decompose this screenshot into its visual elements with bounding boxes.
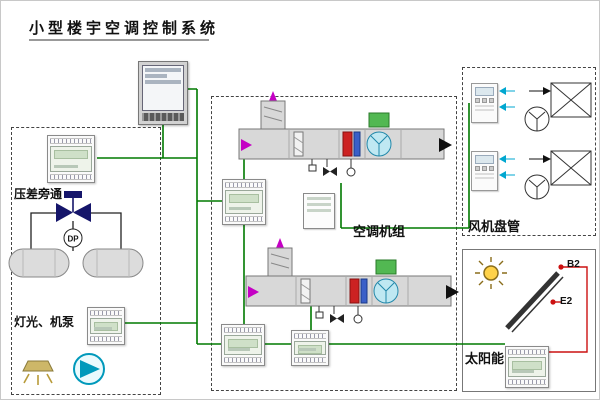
controller-display bbox=[50, 146, 92, 172]
hmi-screen bbox=[142, 65, 184, 111]
title-underline bbox=[29, 39, 209, 41]
io-module bbox=[303, 193, 335, 229]
thermostat-1 bbox=[471, 83, 498, 123]
terminal-strip bbox=[508, 379, 546, 385]
controller-display bbox=[224, 335, 262, 355]
pressure-bypass-label: 压差旁通 bbox=[14, 187, 63, 201]
terminal-strip bbox=[90, 336, 122, 342]
lighting-pump-label: 灯光、机泵 bbox=[14, 315, 75, 329]
terminal-strip bbox=[50, 174, 92, 180]
ddc-controller-ahu-1 bbox=[222, 179, 266, 225]
controller-display bbox=[508, 357, 546, 377]
thermostat-line bbox=[475, 177, 494, 179]
io-module-line bbox=[307, 197, 331, 200]
thermostat-buttons bbox=[475, 166, 494, 171]
terminal-strip bbox=[224, 327, 262, 333]
terminal-strip bbox=[294, 357, 326, 363]
io-module-line bbox=[307, 209, 331, 212]
b2-label: B2 bbox=[567, 259, 580, 270]
thermostat-line bbox=[475, 173, 494, 175]
ddc-controller-ahu-3 bbox=[291, 330, 329, 366]
fan-coil-label: 风机盘管 bbox=[468, 219, 521, 234]
ddc-controller-solar bbox=[505, 346, 549, 388]
controller-display bbox=[90, 318, 122, 334]
controller-display bbox=[225, 190, 263, 214]
thermostat-display bbox=[475, 155, 494, 164]
ahu-label: 空调机组 bbox=[353, 224, 406, 239]
hmi-screen-bar bbox=[145, 68, 181, 72]
ddc-controller-lighting bbox=[87, 307, 125, 345]
solar-label: 太阳能 bbox=[465, 351, 505, 366]
io-module-line bbox=[307, 203, 331, 206]
terminal-strip bbox=[90, 310, 122, 316]
terminal-strip bbox=[225, 216, 263, 222]
hmi-screen-bar bbox=[145, 74, 167, 78]
terminal-strip bbox=[508, 349, 546, 355]
ddc-controller-ahu-2 bbox=[221, 324, 265, 366]
terminal-strip bbox=[224, 357, 262, 363]
thermostat-buttons bbox=[475, 98, 494, 103]
page-title: 小型楼宇空调控制系统 bbox=[29, 20, 220, 37]
thermostat-line bbox=[475, 109, 494, 111]
terminal-strip bbox=[294, 333, 326, 339]
controller-display bbox=[294, 341, 326, 355]
e2-label: E2 bbox=[560, 296, 573, 307]
thermostat-2 bbox=[471, 151, 498, 191]
thermostat-line bbox=[475, 105, 494, 107]
terminal-strip bbox=[50, 138, 92, 144]
terminal-strip bbox=[225, 182, 263, 188]
hmi-screen-bar bbox=[145, 80, 181, 84]
thermostat-display bbox=[475, 87, 494, 96]
hmi-button-strip bbox=[142, 113, 184, 121]
ddc-controller-chiller bbox=[47, 135, 95, 183]
hmi-touch-panel bbox=[138, 61, 188, 125]
